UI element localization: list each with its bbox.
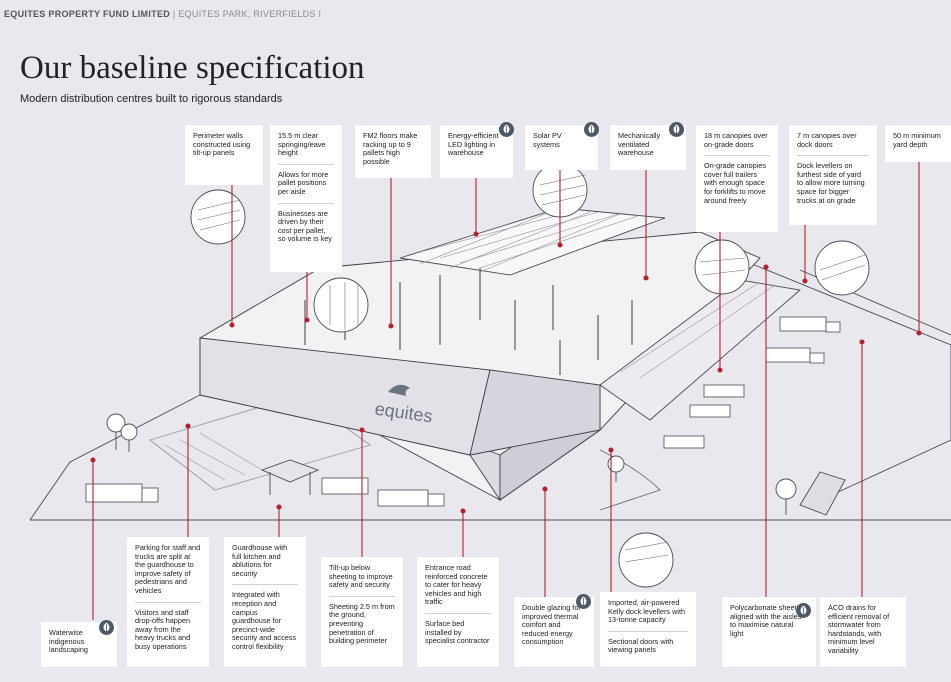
- callout-yard-depth: 50 m minimum yard depth: [885, 125, 951, 162]
- callout-clear-height-text-3: Businesses are driven by their cost per …: [278, 208, 332, 244]
- dock-canopy: [599, 279, 802, 421]
- callout-solar-text: Solar PV systems: [533, 131, 562, 149]
- callout-fm2-text: FM2 floors make racking up to 9 pallets …: [363, 131, 418, 166]
- callout-led-text: Energy-efficient LED lighting in warehou…: [448, 131, 499, 158]
- guardhouse: [260, 459, 320, 483]
- trucks: [85, 316, 841, 507]
- callout-guardhouse-text-1: Guardhouse with full kitchen and ablutio…: [232, 543, 288, 578]
- callout-entrance-road: Entrance road reinforced concrete to cat…: [417, 557, 499, 667]
- callout-tilt-up: Tilt-up below sheeting to improve safety…: [321, 557, 403, 667]
- callout-divider: [135, 601, 201, 603]
- company-name: EQUITES PROPERTY FUND LIMITED: [4, 9, 171, 19]
- callout-landscaping-text: Waterwise indigenous landscaping: [49, 628, 88, 655]
- callout-fm2: FM2 floors make racking up to 9 pallets …: [355, 125, 431, 178]
- callout-entrance-road-text-2: Surface bed installed by specialist cont…: [425, 618, 490, 646]
- wall-detail-circle: [190, 189, 246, 245]
- leaf-icon: [499, 122, 514, 137]
- header-separator: |: [172, 9, 176, 19]
- callout-entrance-road-text-1: Entrance road reinforced concrete to cat…: [425, 563, 488, 607]
- callout-aco-drains-text: ACO drains for efficient removal of stor…: [828, 603, 890, 655]
- page-title: Our baseline specification: [20, 50, 365, 86]
- solar-roof: [399, 207, 666, 276]
- callout-parking-text-2: Visitors and staff drop-offs happen away…: [135, 607, 191, 651]
- small-building: [799, 471, 846, 516]
- callout-solar: Solar PV systems: [525, 125, 598, 170]
- callout-divider: [608, 630, 688, 632]
- trees: [106, 413, 797, 515]
- callout-divider: [425, 612, 491, 614]
- header-location: EQUITES PARK, RIVERFIELDS I: [178, 9, 322, 19]
- callout-canopy-7m-text-1: 7 m canopies over dock doors: [797, 131, 857, 149]
- callout-dock-levellers-text-2: Sectional doors with viewing panels: [608, 636, 674, 655]
- callout-divider: [704, 155, 770, 157]
- clear-height-detail-circle: [313, 277, 369, 333]
- callout-parking: Parking for staff and trucks are split a…: [127, 537, 209, 667]
- canopy18-detail-circle: [694, 239, 750, 295]
- callout-dock-levellers: Imported, air-powered Kelly dock levelle…: [600, 592, 696, 667]
- callout-parking-text-1: Parking for staff and trucks are split a…: [135, 543, 201, 595]
- page-header: EQUITES PROPERTY FUND LIMITED | EQUITES …: [4, 9, 321, 19]
- site-outline: [29, 394, 201, 521]
- callout-guardhouse: Guardhouse with full kitchen and ablutio…: [224, 537, 306, 667]
- callout-divider: [329, 595, 395, 597]
- callout-clear-height: 15.5 m clear springing/eave height Allow…: [270, 125, 342, 272]
- callout-divider: [232, 584, 298, 586]
- callout-polycarbonate-text: Polycarbonate sheeting aligned with the …: [730, 603, 807, 638]
- callout-walls-text: Perimeter walls constructed using tilt-u…: [193, 131, 251, 158]
- callout-canopy-7m-text-2: Dock levellers on furthest side of yard …: [797, 161, 865, 205]
- pegasus-logo-icon: [388, 384, 410, 396]
- callout-tilt-up-text-2: Sheeting 2.5 m from the ground, preventi…: [329, 601, 395, 646]
- callout-walls: Perimeter walls constructed using tilt-u…: [185, 125, 263, 185]
- leaf-icon: [576, 594, 591, 609]
- callout-clear-height-text-2: Allows for more pallet positions per ais…: [278, 169, 329, 196]
- leaf-icon: [669, 122, 684, 137]
- dock-detail-circle: [618, 532, 674, 588]
- callout-yard-depth-text: 50 m minimum yard depth: [893, 131, 941, 149]
- callout-divider: [797, 155, 869, 157]
- callout-glazing-text: Double glazing for improved thermal comf…: [522, 603, 581, 647]
- leaf-icon: [796, 603, 811, 618]
- page-subtitle: Modern distribution centres built to rig…: [20, 93, 283, 105]
- canopy7-detail-circle: [814, 240, 870, 296]
- callout-vent-text: Mechanically ventilated warehouse: [618, 131, 661, 158]
- callout-divider: [278, 202, 334, 204]
- callout-tilt-up-text-1: Tilt-up below sheeting to improve safety…: [329, 563, 393, 590]
- callout-clear-height-text-1: 15.5 m clear springing/eave height: [278, 131, 326, 158]
- callout-canopy-18m-text-2: On-grade canopies cover full trailers wi…: [704, 161, 767, 205]
- callout-canopy-18m-text-1: 18 m canopies over on-grade doors: [704, 131, 768, 149]
- callout-dock-levellers-text-1: Imported, air-powered Kelly dock levelle…: [608, 598, 686, 625]
- leaf-icon: [584, 122, 599, 137]
- callout-canopy-18m: 18 m canopies over on-grade doors On-gra…: [696, 125, 778, 232]
- callout-aco-drains: ACO drains for efficient removal of stor…: [820, 597, 906, 667]
- callout-guardhouse-text-2: Integrated with reception and campus gua…: [232, 590, 297, 651]
- callout-divider: [278, 163, 334, 165]
- leaf-icon: [99, 620, 114, 635]
- callout-canopy-7m: 7 m canopies over dock doors Dock levell…: [789, 125, 877, 225]
